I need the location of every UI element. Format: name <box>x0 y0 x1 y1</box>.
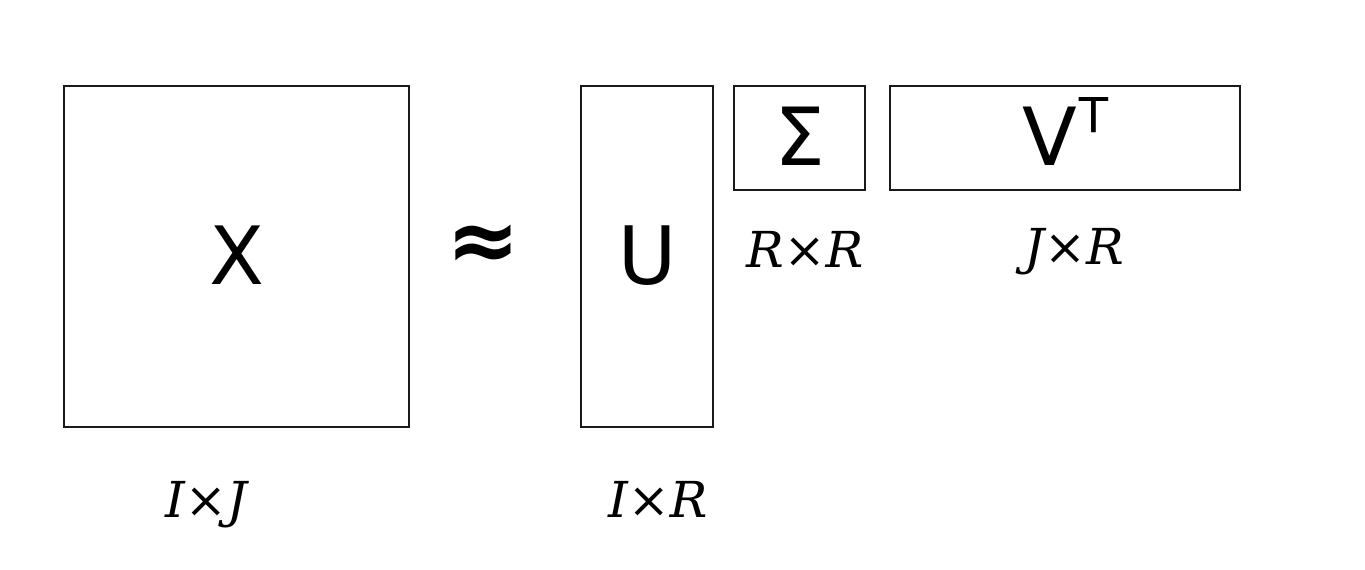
approx-operator: ≈ <box>446 188 520 291</box>
matrix-vt-symbol: V <box>1021 91 1077 184</box>
matrix-u-dims: I×R <box>608 471 708 529</box>
matrix-x-dims: I×J <box>165 471 247 529</box>
matrix-u-box: U <box>580 85 714 428</box>
matrix-x-box: X <box>63 85 410 428</box>
matrix-vt-dims: J×R <box>1024 218 1124 276</box>
matrix-vt-superscript: T <box>1078 88 1109 144</box>
matrix-vt-box: V T <box>889 85 1241 191</box>
matrix-u-symbol: U <box>617 209 677 303</box>
matrix-x-symbol: X <box>209 209 264 303</box>
matrix-sigma-box: Σ <box>733 85 866 191</box>
matrix-sigma-dims: R×R <box>746 221 864 279</box>
matrix-sigma-symbol: Σ <box>774 91 825 184</box>
matrix-vt-label: V T <box>1021 91 1108 184</box>
